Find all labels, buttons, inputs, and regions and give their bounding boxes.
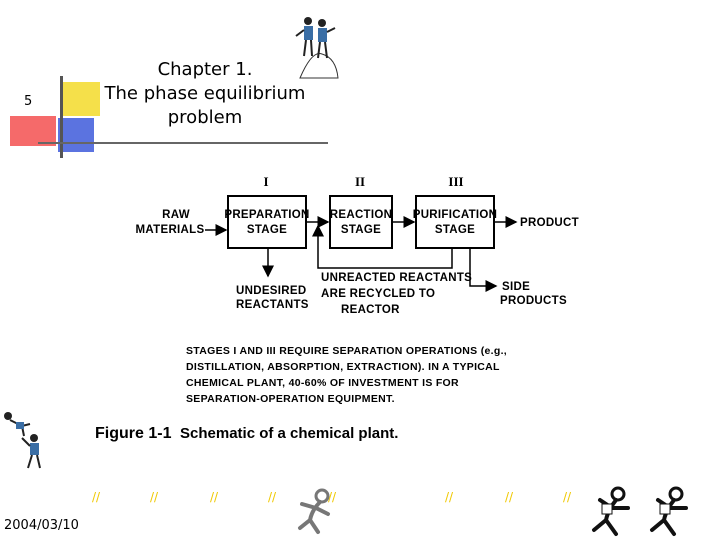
title-line-3: problem: [167, 107, 243, 128]
slide-title: Chapter 1. The phase equilibrium problem: [100, 58, 310, 130]
deco-mark-1: //: [92, 490, 101, 504]
stage-numeral-3: III: [448, 174, 463, 189]
side-products-label-2: PRODUCTS: [500, 295, 567, 307]
prep-box-label-2: STAGE: [247, 224, 287, 236]
accent-yellow-square: [60, 82, 100, 116]
title-line-2: The phase equilibrium: [104, 83, 306, 104]
side-products-label-1: SIDE: [502, 281, 530, 293]
note-line-3: CHEMICAL PLANT, 40-60% OF INVESTMENT IS …: [186, 377, 459, 389]
stick-figure-icon: [592, 486, 630, 536]
prep-box-label-1: PREPARATION: [224, 209, 309, 221]
purification-box-label-2: STAGE: [435, 224, 475, 236]
slide-number: 5: [24, 94, 33, 109]
reaction-box-label-1: REACTION: [330, 209, 392, 221]
figure-caption: Schematic of a chemical plant.: [180, 425, 398, 442]
vertical-divider-line: [60, 76, 63, 158]
raw-materials-label-1: RAW: [162, 209, 190, 221]
raw-materials-label-2: MATERIALS: [136, 224, 205, 236]
note-line-1: STAGES I AND III REQUIRE SEPARATION OPER…: [186, 345, 507, 357]
side-products-arrow: [469, 248, 498, 292]
figure-number: Figure 1-1: [95, 425, 172, 442]
preparation-stage-box: [227, 195, 307, 249]
stage-numeral-1: I: [263, 174, 268, 189]
stick-figure-icon: [298, 488, 330, 534]
accent-red-square: [10, 116, 56, 146]
undesired-label-1: UNDESIRED: [236, 285, 306, 297]
note-line-2: DISTILLATION, ABSORPTION, EXTRACTION). I…: [186, 361, 500, 373]
reaction-stage-box: [329, 195, 393, 249]
slide-date: 2004/03/10: [4, 518, 79, 533]
deco-mark-7: //: [505, 490, 514, 504]
recycle-label-2: ARE RECYCLED TO: [321, 288, 435, 300]
stick-figure-icon: [650, 486, 688, 536]
deco-mark-6: //: [445, 490, 454, 504]
recycle-label-3: REACTOR: [341, 304, 400, 316]
accent-blue-square: [58, 118, 94, 152]
purification-box-label-1: PURIFICATION: [413, 209, 498, 221]
undesired-label-2: REACTANTS: [236, 299, 309, 311]
climber-figures-icon: [4, 412, 41, 469]
deco-mark-4: //: [268, 490, 277, 504]
title-line-1: Chapter 1.: [157, 59, 253, 80]
note-line-4: SEPARATION-OPERATION EQUIPMENT.: [186, 393, 395, 405]
deco-mark-8: //: [563, 490, 572, 504]
horizontal-divider-line: [38, 142, 328, 144]
deco-mark-3: //: [210, 490, 219, 504]
purification-stage-box: [415, 195, 495, 249]
people-figures-icon: [295, 17, 339, 79]
stage-numeral-2: II: [355, 174, 365, 189]
product-label: PRODUCT: [520, 217, 579, 229]
recycle-loop-line: [312, 224, 453, 269]
recycle-label-1: UNREACTED REACTANTS: [321, 272, 472, 284]
deco-mark-5: //: [328, 490, 337, 504]
deco-mark-2: //: [150, 490, 159, 504]
reaction-box-label-2: STAGE: [341, 224, 381, 236]
